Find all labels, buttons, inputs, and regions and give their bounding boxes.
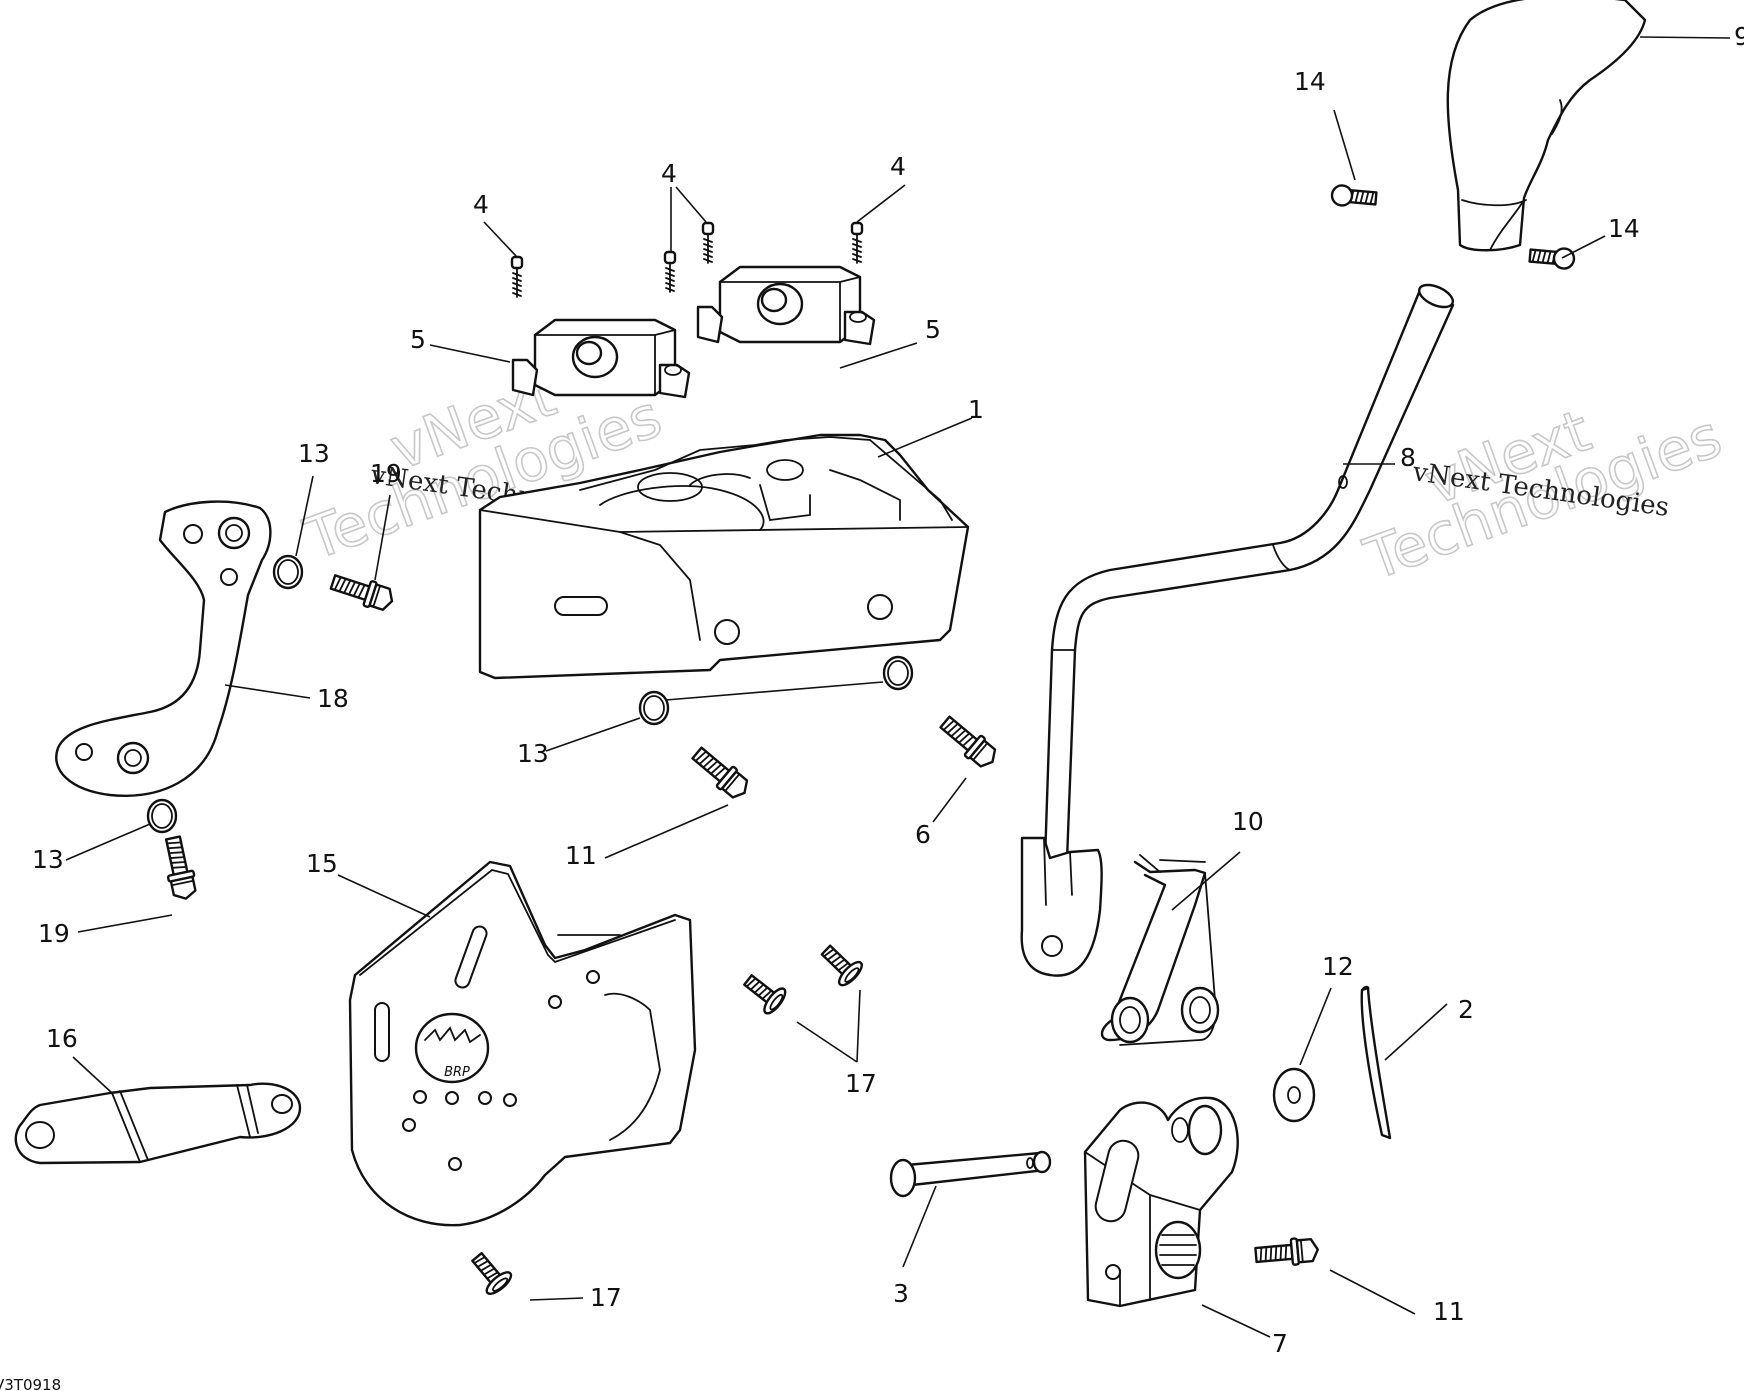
- brp-logo: BRP: [444, 1065, 470, 1080]
- callout-2: 2: [1458, 995, 1474, 1024]
- callout-4-c: 4: [890, 152, 906, 181]
- callout-15: 15: [306, 849, 338, 878]
- callout-12: 12: [1322, 952, 1354, 981]
- callout-9: 9: [1734, 22, 1744, 51]
- part-15-shift-gate: BRP: [348, 860, 697, 1227]
- leader-lines: [65, 36, 1731, 1338]
- callout-13-a: 13: [298, 439, 330, 468]
- drawing-reference: V3T0918: [0, 1376, 61, 1391]
- watermark-right: vNext Technologies vNext Technologies: [1355, 396, 1731, 595]
- part-18-arm-plate: [55, 500, 272, 797]
- callout-14-b: 14: [1608, 214, 1640, 243]
- callout-4-a: 4: [473, 190, 489, 219]
- callout-5-a: 5: [410, 325, 426, 354]
- part-9-shift-knob: [1446, 0, 1647, 252]
- part-11-bolts: [687, 741, 1321, 1270]
- callout-17-b: 17: [590, 1283, 622, 1312]
- part-10-spring: [1100, 854, 1220, 1046]
- part-3-pin: [889, 1150, 1052, 1198]
- callout-3: 3: [893, 1279, 909, 1308]
- callout-13-b: 13: [517, 739, 549, 768]
- callout-19-a: 19: [370, 459, 402, 488]
- part-12-washer: [1272, 1067, 1316, 1123]
- callout-18: 18: [317, 684, 349, 713]
- part-8-shift-lever: [1020, 283, 1455, 977]
- callout-1: 1: [968, 395, 984, 424]
- callout-19-b: 19: [38, 919, 70, 948]
- callout-6: 6: [915, 820, 931, 849]
- callout-14-a: 14: [1294, 67, 1326, 96]
- callout-5-b: 5: [925, 315, 941, 344]
- callout-16: 16: [46, 1024, 78, 1053]
- part-6-bolt: [935, 710, 1003, 774]
- callout-8: 8: [1400, 443, 1416, 472]
- callout-17-a: 17: [845, 1069, 877, 1098]
- part-14-screws: [1330, 184, 1576, 270]
- part-2-cotter-pin: [1360, 985, 1392, 1140]
- callout-13-c: 13: [32, 845, 64, 874]
- callout-11-a: 11: [565, 841, 597, 870]
- callout-labels: 1 2 3 4 4 4 5 5 6 7 8 9 10 11 11 12 13 1…: [32, 22, 1744, 1358]
- part-7-clevis: [1083, 1096, 1239, 1308]
- part-5-mount-block-right: [696, 265, 876, 346]
- part-5-mount-block-left: [511, 318, 691, 399]
- callout-4-b: 4: [661, 159, 677, 188]
- part-16-link-rod: [14, 1082, 302, 1165]
- callout-7: 7: [1272, 1329, 1288, 1358]
- part-1-bracket: [478, 433, 970, 680]
- callout-10: 10: [1232, 807, 1264, 836]
- callout-11-b: 11: [1433, 1297, 1465, 1326]
